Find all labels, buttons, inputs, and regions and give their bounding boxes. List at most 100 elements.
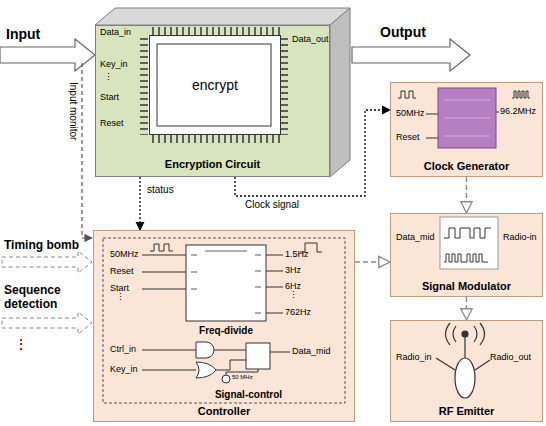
pin-label: Radio-in	[503, 232, 537, 243]
emitter-body	[455, 358, 475, 398]
wire	[426, 114, 438, 115]
pin-stroke	[191, 255, 197, 256]
encrypt-chip: encrypt	[149, 35, 281, 135]
wire	[142, 255, 186, 256]
monitor-line	[82, 63, 92, 238]
radio-waves	[446, 323, 485, 345]
trigger-arrow	[2, 312, 92, 334]
pin-stroke	[255, 313, 261, 314]
chip-pins	[140, 35, 148, 135]
wave	[444, 228, 491, 238]
wire	[270, 352, 290, 353]
clock-chip	[438, 88, 496, 148]
modulator-ground	[390, 213, 543, 297]
node-title: encrypt	[192, 77, 238, 93]
wire	[266, 287, 283, 288]
square-wave-icon	[398, 91, 416, 98]
pin-label: 50MHz	[110, 249, 139, 260]
trace	[444, 136, 490, 137]
box-front-face	[95, 25, 330, 177]
clock-ground	[390, 82, 543, 177]
connector-label: status	[146, 184, 175, 196]
antenna-icon	[436, 323, 490, 398]
wire	[142, 289, 186, 290]
wire	[266, 271, 283, 272]
node-title: Encryption Circuit	[165, 158, 260, 171]
ellipsis: ⋮	[14, 336, 28, 353]
wire	[475, 360, 490, 370]
pin-stroke	[255, 255, 261, 256]
wave	[444, 254, 488, 262]
connector	[466, 297, 468, 320]
connector	[139, 177, 140, 230]
ellipsis: ⋮	[289, 290, 298, 301]
pin-label: Reset	[100, 118, 124, 129]
chip-traces	[444, 100, 490, 136]
wire	[426, 138, 438, 139]
freq-divide-block: Freq-divide	[186, 245, 266, 337]
antenna-mast	[464, 337, 465, 358]
pin-stroke	[191, 272, 197, 273]
connector	[355, 261, 390, 263]
chip-die	[157, 44, 271, 126]
signal-control-logic	[142, 342, 290, 383]
wire	[142, 370, 196, 371]
inner-dashed-frame	[103, 238, 345, 403]
node-title: RF Emitter	[439, 405, 495, 418]
signal-label: Reset	[396, 132, 420, 143]
io-label: Input	[6, 26, 40, 43]
wire	[142, 272, 186, 273]
pin-label: Start	[100, 92, 119, 103]
ellipsis: ⋮	[116, 292, 125, 303]
signal-modulator-box: Signal Modulator	[390, 213, 543, 297]
node-title: Clock Generator	[424, 160, 510, 173]
wire	[436, 358, 455, 370]
and-gate	[196, 342, 214, 358]
pin-label: Data_in	[100, 27, 131, 38]
pin-label: Key_in	[100, 59, 128, 70]
wire	[266, 313, 283, 314]
rf-emitter-box: RF Emitter	[390, 320, 543, 422]
block-header	[205, 251, 247, 252]
node-title: Signal Modulator	[422, 280, 511, 293]
trace	[444, 118, 490, 119]
or-gate	[196, 362, 216, 378]
chip-pins	[148, 27, 280, 35]
wire	[496, 112, 499, 113]
input-arrow	[0, 39, 95, 71]
pin-label: Reset	[110, 266, 134, 277]
connector-label: Clock signal	[244, 199, 300, 211]
ellipsis: ⋮	[104, 72, 113, 83]
pin-label: Data_mid	[396, 232, 435, 243]
box-top-face	[95, 8, 350, 25]
encryption-circuit-box: Encryption Circuit encrypt	[95, 25, 330, 177]
controller-ground	[93, 230, 355, 422]
pin-label: Ctrl_in	[110, 344, 136, 355]
clock-source	[222, 375, 230, 383]
trace	[444, 100, 490, 101]
waveforms	[444, 228, 491, 262]
pin-stroke	[255, 271, 261, 272]
waveform-panel	[440, 217, 498, 269]
divider-block	[186, 245, 266, 321]
pin-stroke	[191, 289, 197, 290]
box-side-face	[330, 8, 350, 177]
divider-pins	[191, 251, 261, 313]
connector	[466, 177, 468, 213]
signal-label: 50MHz	[396, 108, 425, 119]
square-wave-icon	[512, 91, 530, 98]
frequency-label: 762Hz	[285, 307, 311, 318]
connector	[235, 110, 390, 196]
wire	[214, 350, 246, 370]
trigger-label: Sequence detection	[4, 283, 84, 312]
clock-label: 50 MHz	[232, 374, 253, 381]
pin-label: Radio_out	[490, 352, 531, 363]
flip-flop	[246, 343, 270, 369]
pin-label: Radio_in	[396, 352, 432, 363]
divider-wires	[142, 243, 322, 313]
clock-generator-box: Clock Generator	[390, 82, 543, 177]
chip-body	[148, 35, 280, 135]
antenna-tip	[462, 331, 468, 337]
node-title: Controller	[198, 405, 251, 418]
